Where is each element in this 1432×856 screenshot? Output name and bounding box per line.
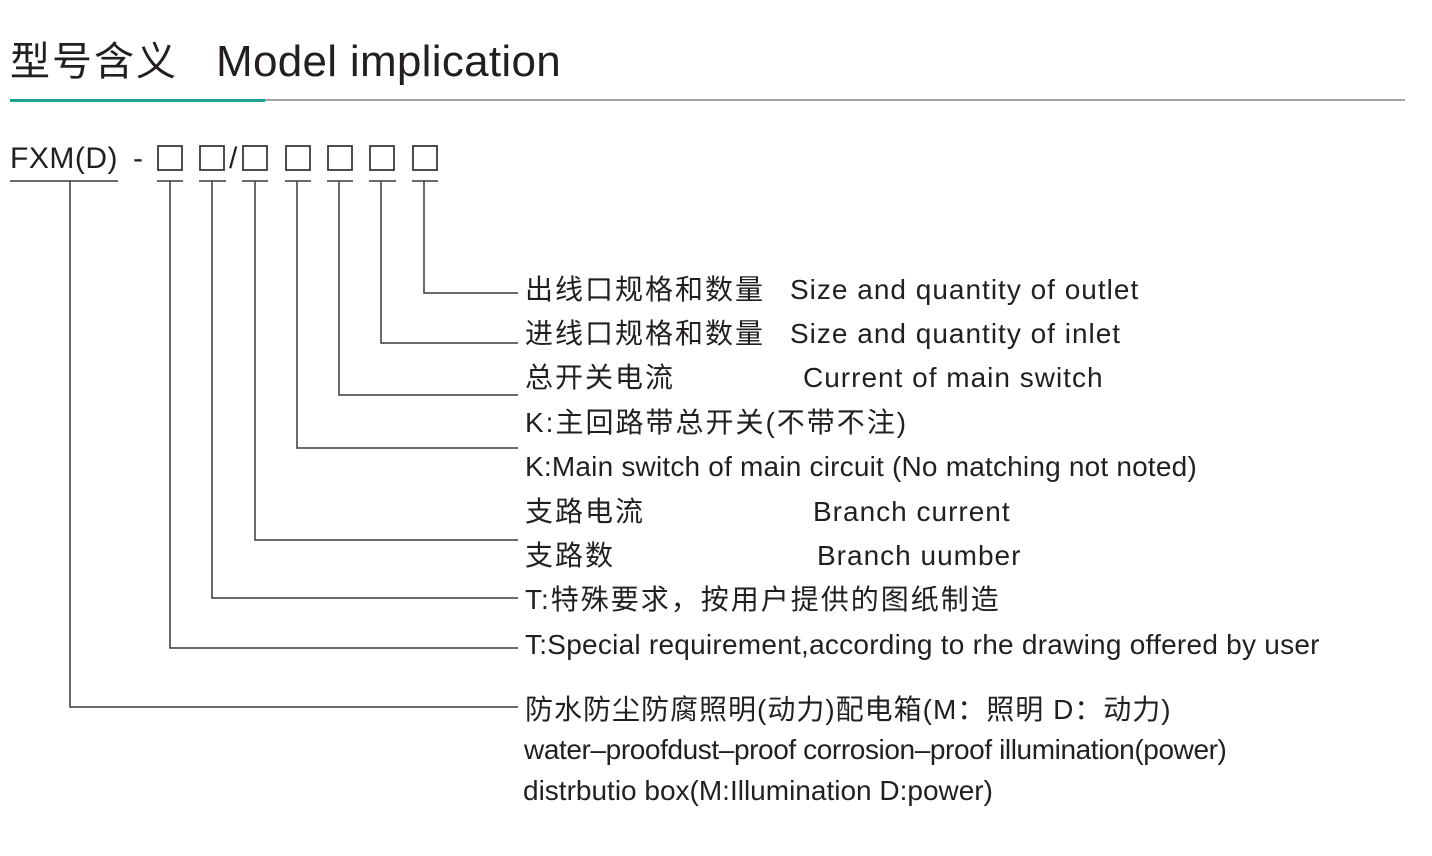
page-title: 型号含义 Model implication xyxy=(10,37,610,86)
legend-box-type-cn: 防水防尘防腐照明(动力)配电箱(M：照明 D：动力) xyxy=(525,694,1172,725)
slot-box-6 xyxy=(369,145,395,171)
legend-main-switch-current: 总开关电流 Current of main switch xyxy=(525,362,1103,393)
slot-box-4 xyxy=(285,145,311,171)
legend-branch-number-en: Branch uumber xyxy=(817,540,1022,571)
legend-branch-current-cn: 支路电流 xyxy=(525,496,646,527)
legend-box-type-en-line1: water–proofdust–proof corrosion–proof il… xyxy=(524,734,1227,765)
legend-special-requirement-cn: T:特殊要求，按用户提供的图纸制造 xyxy=(525,584,1001,615)
title-divider-accent xyxy=(10,98,265,102)
connector-slot-1 xyxy=(169,181,518,649)
legend-branch-number-cn: 支路数 xyxy=(525,540,616,571)
legend-inlet: 进线口规格和数量 Size and quantity of inlet xyxy=(525,318,1120,349)
connector-slot-6 xyxy=(380,181,518,344)
legend-inlet-cn: 进线口规格和数量 xyxy=(525,318,766,349)
connector-slot-4 xyxy=(296,181,518,449)
model-code-slash: / xyxy=(229,142,238,175)
legend-inlet-en: Size and quantity of inlet xyxy=(790,318,1122,349)
legend-branch-current-en: Branch current xyxy=(813,496,1011,527)
legend-outlet-cn: 出线口规格和数量 xyxy=(525,274,766,305)
legend-main-switch-cn: K:主回路带总开关(不带不注) xyxy=(525,407,909,438)
slot-box-5 xyxy=(327,145,353,171)
legend-main-switch-current-cn: 总开关电流 xyxy=(525,362,676,393)
connector-prefix xyxy=(69,181,518,708)
legend-main-switch-current-en: Current of main switch xyxy=(803,362,1104,393)
code-slot-boxes xyxy=(157,145,438,171)
legend-outlet: 出线口规格和数量 Size and quantity of outlet xyxy=(525,274,1138,305)
connector-lines xyxy=(69,181,518,708)
slot-box-7 xyxy=(412,145,438,171)
title-divider xyxy=(10,98,1405,102)
legend-outlet-en: Size and quantity of outlet xyxy=(790,274,1140,305)
connector-slot-7 xyxy=(423,181,518,294)
slot-box-1 xyxy=(157,145,183,171)
title-english: Model implication xyxy=(216,37,562,86)
connector-slot-3 xyxy=(254,181,518,541)
legend-box-type-en-line2: distrbutio box(M:Illumination D:power) xyxy=(523,775,993,806)
slot-box-3 xyxy=(242,145,268,171)
legend-main-switch-en: K:Main switch of main circuit (No matchi… xyxy=(525,451,1197,482)
model-code-separator: - xyxy=(133,142,143,175)
legend-branch-number: 支路数 Branch uumber xyxy=(525,540,1020,571)
connector-slot-2 xyxy=(211,181,518,599)
title-chinese: 型号含义 xyxy=(10,40,178,84)
connector-slot-5 xyxy=(338,181,518,396)
legend-special-requirement-en: T:Special requirement,according to rhe d… xyxy=(525,629,1320,660)
slot-box-2 xyxy=(199,145,225,171)
legend-branch-current: 支路电流 Branch current xyxy=(525,496,1010,527)
model-code-prefix: FXM(D) xyxy=(10,142,118,175)
